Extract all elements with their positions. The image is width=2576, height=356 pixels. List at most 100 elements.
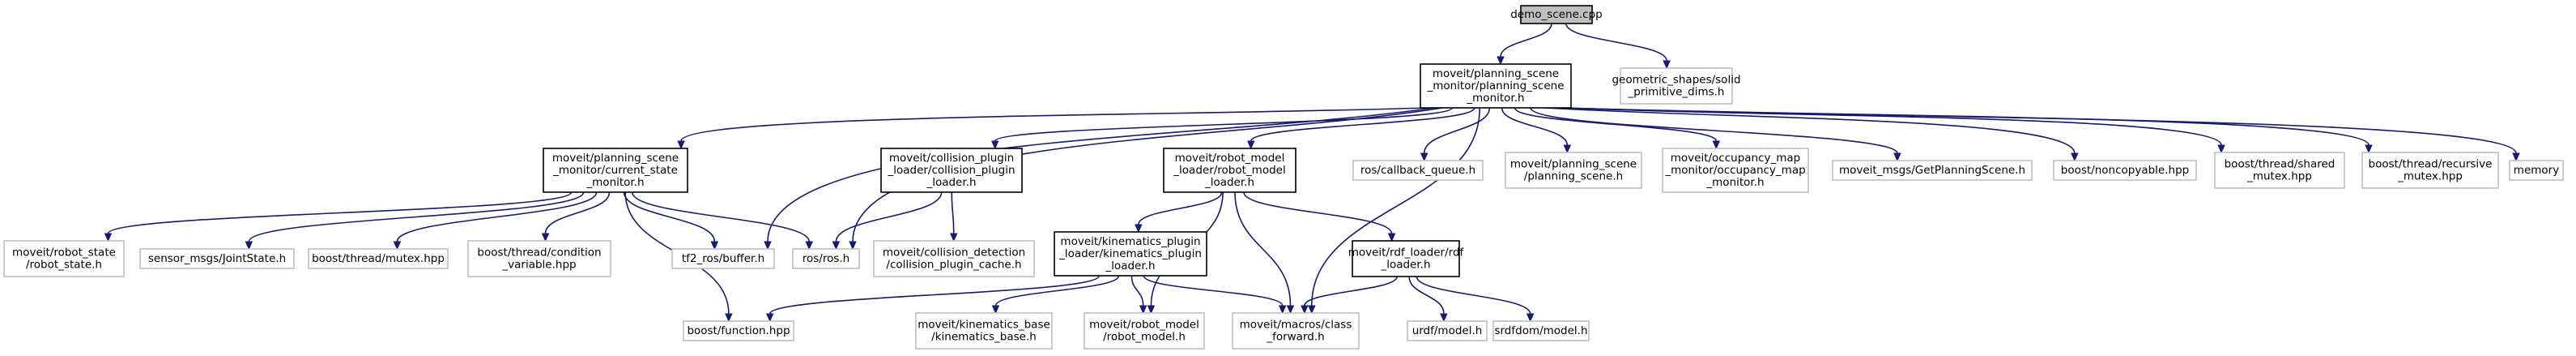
node-label-line: _loader/kinematics_plugin — [1058, 247, 1202, 260]
arrowhead — [1663, 60, 1671, 70]
arrowhead — [2217, 144, 2225, 154]
arrowhead — [805, 241, 813, 251]
arrowhead — [1440, 313, 1448, 323]
node-js[interactable]: sensor_msgs/JointState.h — [139, 248, 295, 269]
edge-psm-to-rml — [1247, 107, 1475, 150]
node-geo[interactable]: geometric_shapes/solid_primitive_dims.h — [1612, 67, 1741, 105]
node-rst[interactable]: moveit/robot_state/robot_state.h — [3, 240, 125, 277]
arrowhead — [2512, 152, 2520, 162]
node-cdc[interactable]: moveit/collision_detection/collision_plu… — [873, 240, 1035, 277]
node-cbq[interactable]: ros/callback_queue.h — [1352, 160, 1484, 181]
arrowhead — [677, 140, 685, 150]
node-mem[interactable]: memory — [2509, 160, 2564, 181]
node-label-line: ros/callback_queue.h — [1360, 164, 1475, 177]
node-box — [1084, 312, 1205, 350]
edge-demo-to-geo — [1565, 23, 1671, 70]
arrowhead — [991, 305, 1000, 315]
edge-csm-to-tf2 — [623, 191, 719, 251]
node-ros[interactable]: ros/ros.h — [792, 248, 860, 269]
arrowhead — [1893, 152, 1901, 162]
arrowhead — [1247, 140, 1255, 150]
edge-psm-to-ros — [849, 107, 1442, 251]
node-rml[interactable]: moveit/robot_model_loader/robot_model_lo… — [1163, 148, 1297, 193]
node-label-line: boost/thread/shared — [2225, 158, 2335, 171]
node-label-line: boost/thread/recursive — [2369, 158, 2493, 171]
node-rm[interactable]: moveit/robot_model/robot_model.h — [1084, 312, 1205, 350]
node-box — [1420, 63, 1572, 109]
node-label-line: moveit_msgs/GetPlanningScene.h — [1839, 164, 2025, 177]
node-srdf[interactable]: srdfdom/model.h — [1492, 320, 1590, 341]
node-smx[interactable]: boost/thread/shared_mutex.hpp — [2214, 152, 2345, 189]
node-fn[interactable]: boost/function.hpp — [683, 320, 794, 341]
node-label-line: _loader/robot_model — [1173, 164, 1285, 177]
node-box — [139, 248, 295, 269]
node-label-line: /robot_state.h — [26, 259, 102, 272]
node-label-line: moveit/collision_detection — [883, 247, 1025, 259]
node-label-line: tf2_ros/buffer.h — [682, 252, 764, 265]
arrowhead — [1563, 144, 1572, 154]
node-ps[interactable]: moveit/planning_scene/planning_scene.h — [1505, 152, 1642, 189]
node-psm[interactable]: moveit/planning_scene_monitor/planning_s… — [1420, 63, 1572, 109]
arrowhead — [1497, 56, 1505, 66]
node-box — [1620, 67, 1733, 105]
edge-kpl-to-rm — [1130, 275, 1147, 315]
node-label-line: moveit/robot_state — [12, 247, 116, 259]
edge-psm-to-cbq — [1420, 107, 1491, 162]
node-label-line: _mutex.hpp — [2246, 170, 2312, 183]
node-label-line: _mutex.hpp — [2397, 170, 2463, 183]
node-omm[interactable]: moveit/occupancy_map_monitor/occupancy_m… — [1662, 148, 1809, 193]
edge-rdf-to-mcf — [1301, 276, 1398, 315]
node-label-line: moveit/collision_plugin — [889, 152, 1014, 165]
node-label-line: /kinematics_base.h — [931, 331, 1037, 344]
node-rdf[interactable]: moveit/rdf_loader/rdf_loader.h — [1348, 240, 1465, 277]
edge-kpl-to-mcf — [1143, 275, 1287, 315]
node-rmx[interactable]: boost/thread/recursive_mutex.hpp — [2361, 152, 2499, 189]
node-demo[interactable]: demo_scene.cpp — [1510, 5, 1603, 24]
node-mtx[interactable]: boost/thread/mutex.hpp — [308, 248, 449, 269]
edge-csm-to-rst — [104, 191, 573, 242]
node-box — [308, 248, 449, 269]
node-label-line: moveit/macros/class — [1240, 319, 1352, 332]
node-mcf[interactable]: moveit/macros/class_forward.h — [1232, 312, 1360, 350]
node-label-line: moveit/occupancy_map — [1671, 152, 1801, 165]
node-gps[interactable]: moveit_msgs/GetPlanningScene.h — [1832, 160, 2033, 181]
arrowhead — [2071, 152, 2079, 162]
node-kb[interactable]: moveit/kinematics_base/kinematics_base.h — [915, 312, 1053, 350]
node-box — [1520, 5, 1593, 24]
arrowhead — [949, 233, 958, 242]
node-csm[interactable]: moveit/planning_scene_monitor/current_st… — [543, 148, 688, 193]
edge-psm-to-mem — [1564, 107, 2520, 162]
node-label-line: _monitor/current_state — [552, 164, 678, 177]
edge-psm-to-nc — [1546, 107, 2079, 162]
arrowhead — [764, 241, 772, 251]
node-label-line: /robot_model.h — [1103, 331, 1186, 344]
arrowhead — [1307, 305, 1316, 315]
node-label-line: boost/function.hpp — [687, 324, 790, 337]
node-kpl[interactable]: moveit/kinematics_plugin_loader/kinemati… — [1054, 231, 1207, 277]
node-box — [1352, 240, 1460, 277]
node-cpl[interactable]: moveit/collision_plugin_loader/collision… — [880, 148, 1023, 193]
node-cv[interactable]: boost/thread/condition_variable.hpp — [467, 240, 611, 277]
node-label-line: memory — [2514, 164, 2559, 177]
node-box — [792, 248, 860, 269]
node-label-line: boost/thread/condition — [477, 247, 601, 259]
edge-csm-to-ros — [632, 191, 813, 251]
node-label-line: moveit/kinematics_base — [918, 319, 1050, 332]
node-label-line: _monitor.h — [1466, 92, 1524, 105]
node-box — [683, 320, 794, 341]
edge-csm-to-cv — [541, 191, 611, 242]
node-label-line: moveit/rdf_loader/rdf — [1348, 247, 1465, 259]
edge-rml-to-rdf — [1243, 191, 1396, 242]
node-label-line: urdf/model.h — [1412, 324, 1483, 337]
edge-psm-to-gps — [1530, 107, 1901, 162]
node-tf2[interactable]: tf2_ros/buffer.h — [671, 248, 775, 269]
arrowhead — [1147, 305, 1156, 315]
node-label-line: moveit/planning_scene — [1510, 158, 1637, 171]
node-nc[interactable]: boost/noncopyable.hpp — [2053, 160, 2197, 181]
node-box — [1163, 148, 1297, 193]
node-urdf[interactable]: urdf/model.h — [1407, 320, 1488, 341]
node-label-line: _variable.hpp — [501, 259, 576, 272]
edge-rdf-to-urdf — [1408, 276, 1448, 323]
node-label-line: _loader/collision_plugin — [887, 164, 1015, 177]
arrowhead — [2365, 144, 2373, 154]
